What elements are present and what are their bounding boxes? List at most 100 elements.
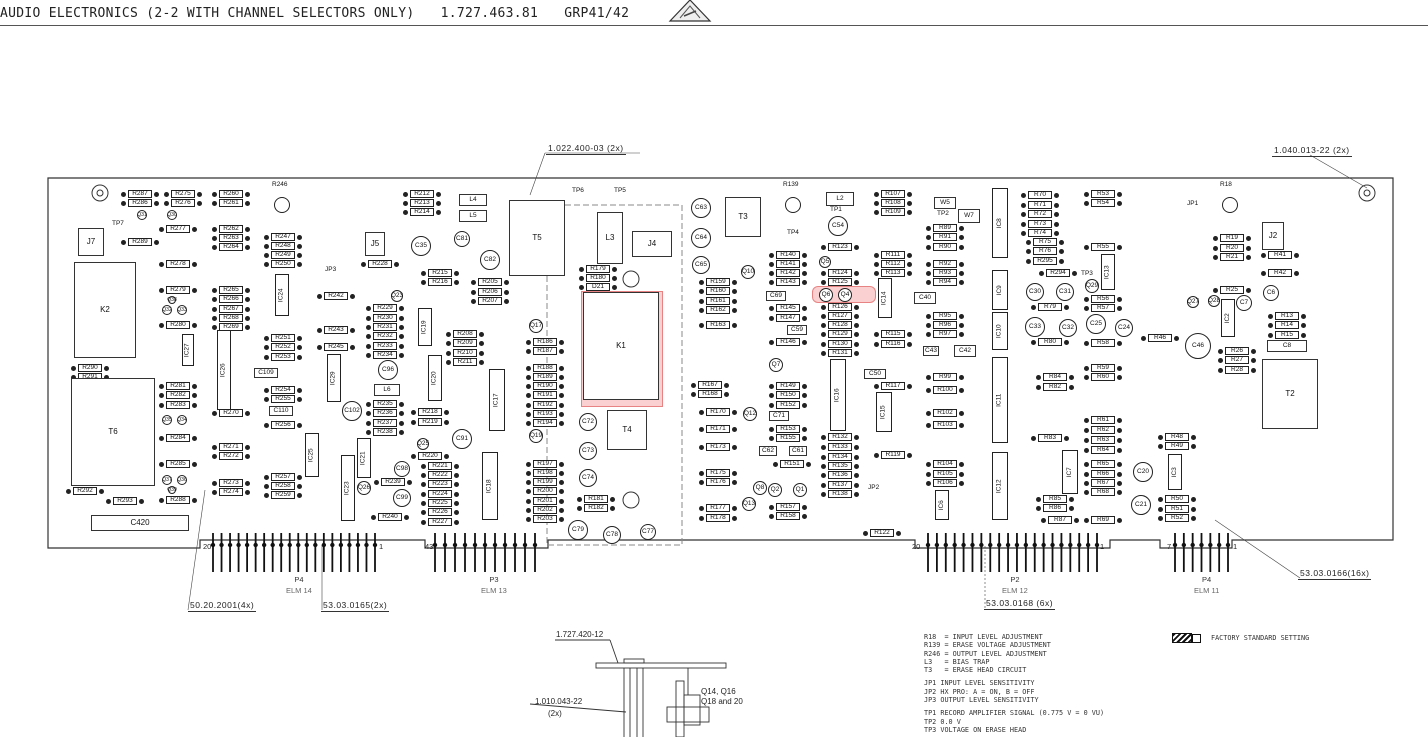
integrated-circuit-ic19: IC19 <box>418 308 432 346</box>
resistor-r173: R173 <box>699 443 737 451</box>
resistor-r270: R270 <box>212 409 250 417</box>
resistor-r170: R170 <box>699 408 737 416</box>
resistor-r85: R85 <box>1036 495 1074 503</box>
resistor-r91: R91 <box>926 233 964 241</box>
resistor-r168: R168 <box>691 390 729 398</box>
drawing-title: AUDIO ELECTRONICS (2-2 WITH CHANNEL SELE… <box>0 6 647 21</box>
ic-label: IC8 <box>995 217 1003 229</box>
resistor-r149: R149 <box>769 382 807 390</box>
resistor-r282: R282 <box>159 391 197 399</box>
resistor-r227: R227 <box>421 518 459 526</box>
resistor-r292: R292 <box>66 487 104 495</box>
solder-pad <box>943 542 948 548</box>
resistor-r131: R131 <box>821 349 859 357</box>
resistor-r163: R163 <box>699 321 737 329</box>
resistor-r132: R132 <box>821 433 859 441</box>
solder-pad <box>432 542 438 548</box>
hatch-swatch-icon <box>1172 633 1192 643</box>
capacitor-c102: C102 <box>342 401 362 421</box>
solder-pad <box>952 542 957 548</box>
resistor-r194: R194 <box>526 419 564 427</box>
resistor-r285: R285 <box>159 460 197 468</box>
testpoint-label-tp1: TP1 <box>830 206 842 213</box>
capacitor-c78: C78 <box>603 526 621 544</box>
capacitor-c33: C33 <box>1025 317 1045 337</box>
transistor-q17: Q17 <box>529 319 543 333</box>
ic-label: IC23 <box>343 481 351 495</box>
resistor-r25: R25 <box>1213 286 1251 294</box>
component-j5: J5 <box>365 232 385 256</box>
capacitor-c77: C77 <box>640 524 656 540</box>
resistor-r288: R288 <box>159 496 197 504</box>
component-j2: J2 <box>1262 222 1284 250</box>
resistor-r225: R225 <box>421 499 459 507</box>
pin-number: 43 <box>425 542 434 551</box>
transistor-q34: Q34 <box>177 415 187 425</box>
pin-number: 1 <box>1100 542 1105 551</box>
resistor-r119: R119 <box>874 451 912 459</box>
solder-pad <box>244 542 250 548</box>
integrated-circuit-ic10: IC10 <box>992 312 1008 350</box>
resistor-r203: R203 <box>526 515 564 523</box>
resistor-r276: R276 <box>164 199 202 207</box>
resistor-r63: R63 <box>1084 436 1122 444</box>
solder-pad <box>1077 542 1082 548</box>
resistor-r126: R126 <box>821 303 859 311</box>
capacitor-c7: C7 <box>1236 295 1252 311</box>
resistor-r180: R180 <box>579 274 617 282</box>
integrated-circuit-ic8: IC8 <box>992 188 1008 258</box>
resistor-r122: R122 <box>863 529 901 537</box>
resistor-r27: R27 <box>1218 356 1256 364</box>
trimmer-label-r139: R139 <box>783 181 799 188</box>
solder-pad <box>210 542 216 548</box>
resistor-r67: R67 <box>1084 479 1122 487</box>
resistor-r264: R264 <box>212 243 250 251</box>
resistor-r99: R99 <box>926 373 964 381</box>
pin-number: 20 <box>912 542 921 551</box>
resistor-r55: R55 <box>1084 243 1122 251</box>
resistor-r205: R205 <box>471 278 509 286</box>
capacitor-c96: C96 <box>378 360 398 380</box>
legend-line: R18 = INPUT LEVEL ADJUSTMENT <box>924 633 1043 641</box>
resistor-r284: R284 <box>159 434 197 442</box>
resistor-r237: R237 <box>366 419 404 427</box>
component-t6: T6 <box>71 378 155 486</box>
resistor-r51: R51 <box>1158 505 1196 513</box>
resistor-r279: R279 <box>159 286 197 294</box>
ic-label: IC27 <box>183 343 191 357</box>
capacitor-c81: C81 <box>454 231 470 247</box>
solder-pad <box>988 542 993 548</box>
resistor-r104: R104 <box>926 460 964 468</box>
solder-pad <box>1190 542 1195 548</box>
resistor-r202: R202 <box>526 506 564 514</box>
testpoint-label-tp5: TP5 <box>614 187 626 194</box>
trimmer-potentiometer-icon <box>1222 197 1238 213</box>
resistor-r61: R61 <box>1084 416 1122 424</box>
resistor-r167: R167 <box>691 381 729 389</box>
ic-label: IC2 <box>1223 312 1231 324</box>
resistor-r294: R294 <box>1039 269 1077 277</box>
resistor-r79: R79 <box>1031 303 1069 311</box>
callout-p2-part: 53.03.0168 (6x) <box>984 598 1056 610</box>
integrated-circuit-ic29: IC29 <box>327 354 341 402</box>
component-j4: J4 <box>632 231 672 257</box>
resistor-r258: R258 <box>264 482 302 490</box>
resistor-r129: R129 <box>821 330 859 338</box>
integrated-circuit-ic17: IC17 <box>489 369 505 431</box>
trimmer-potentiometer-icon <box>785 197 801 213</box>
esd-warning-triangle-icon <box>668 0 712 22</box>
integrated-circuit-ic15: IC15 <box>876 392 892 432</box>
resistor-r124: R124 <box>821 269 859 277</box>
legend-line: TP1 RECORD AMPLIFIER SIGNAL (0.775 V = 0… <box>924 709 1105 718</box>
resistor-r181: R181 <box>577 495 615 503</box>
resistor-r187: R187 <box>526 347 564 355</box>
resistor-r115: R115 <box>874 330 912 338</box>
resistor-r207: R207 <box>471 297 509 305</box>
solder-pad <box>961 542 966 548</box>
solder-pad <box>304 542 309 548</box>
resistor-r280: R280 <box>159 321 197 329</box>
transistor-q28: Q28 <box>1208 295 1220 307</box>
